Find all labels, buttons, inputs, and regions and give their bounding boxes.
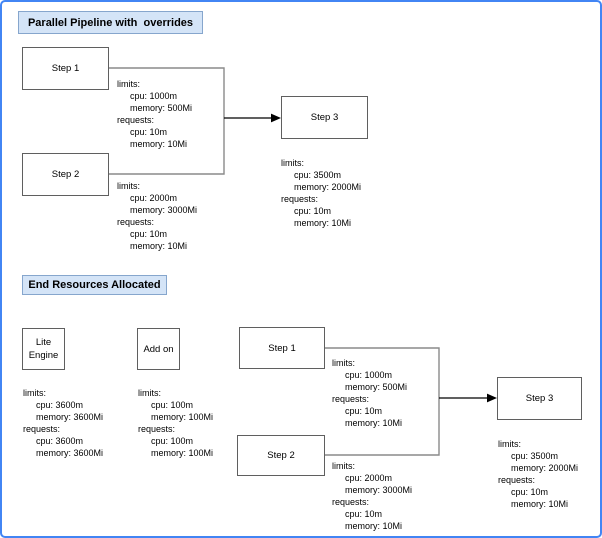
node-bottom-step2: Step 2 xyxy=(237,435,325,476)
node-add-on: Add on xyxy=(137,328,180,370)
requests-label: requests: xyxy=(281,194,319,204)
requests-memory: memory: 10Mi xyxy=(294,218,352,228)
node-label: Add on xyxy=(143,343,174,355)
limits-cpu: cpu: 2000m xyxy=(345,473,393,483)
requests-cpu: cpu: 10m xyxy=(345,509,383,519)
limits-memory: memory: 500Mi xyxy=(130,103,193,113)
node-bottom-step3: Step 3 xyxy=(497,377,582,420)
requests-cpu: cpu: 3600m xyxy=(36,436,84,446)
node-bottom-step1: Step 1 xyxy=(239,327,325,369)
requests-label: requests: xyxy=(117,115,155,125)
node-lite-engine: Lite Engine xyxy=(22,328,65,370)
node-label: Step 1 xyxy=(51,63,80,74)
requests-memory: memory: 10Mi xyxy=(345,521,403,531)
requests-label: requests: xyxy=(117,217,155,227)
requests-label: requests: xyxy=(23,424,61,434)
node-label: Step 3 xyxy=(525,393,554,404)
node-top-step2: Step 2 xyxy=(22,153,109,196)
node-label: Step 3 xyxy=(310,112,339,123)
limits-memory: memory: 2000Mi xyxy=(294,182,362,192)
limits-memory: memory: 3000Mi xyxy=(345,485,413,495)
limits-label: limits: xyxy=(117,79,140,89)
limits-memory: memory: 100Mi xyxy=(151,412,214,422)
limits-label: limits: xyxy=(138,388,161,398)
limits-cpu: cpu: 3600m xyxy=(36,400,84,410)
arrow-top-head-icon xyxy=(271,113,281,123)
limits-label: limits: xyxy=(498,439,521,449)
requests-cpu: cpu: 10m xyxy=(130,229,168,239)
limits-memory: memory: 2000Mi xyxy=(511,463,579,473)
requests-memory: memory: 3600Mi xyxy=(36,448,104,458)
resources-top-step1: limits: cpu: 1000m memory: 500Mi request… xyxy=(117,78,192,150)
limits-cpu: cpu: 1000m xyxy=(130,91,178,101)
limits-label: limits: xyxy=(332,461,355,471)
limits-cpu: cpu: 3500m xyxy=(511,451,559,461)
arrow-bottom-head-icon xyxy=(487,393,497,403)
requests-memory: memory: 100Mi xyxy=(151,448,214,458)
limits-label: limits: xyxy=(117,181,140,191)
requests-memory: memory: 10Mi xyxy=(345,418,403,428)
resources-add-on: limits: cpu: 100m memory: 100Mi requests… xyxy=(138,387,213,459)
node-label: Step 1 xyxy=(268,342,296,354)
requests-cpu: cpu: 10m xyxy=(511,487,549,497)
limits-cpu: cpu: 100m xyxy=(151,400,194,410)
node-label: Step 2 xyxy=(51,169,80,180)
requests-cpu: cpu: 100m xyxy=(151,436,194,446)
node-label-line2: Engine xyxy=(28,350,59,361)
limits-cpu: cpu: 2000m xyxy=(130,193,178,203)
requests-cpu: cpu: 10m xyxy=(345,406,383,416)
resources-bottom-step2: limits: cpu: 2000m memory: 3000Mi reques… xyxy=(332,460,412,532)
limits-label: limits: xyxy=(332,358,355,368)
node-top-step1: Step 1 xyxy=(22,47,109,90)
requests-cpu: cpu: 10m xyxy=(130,127,168,137)
requests-label: requests: xyxy=(332,394,370,404)
requests-memory: memory: 10Mi xyxy=(130,139,188,149)
resources-bottom-step1: limits: cpu: 1000m memory: 500Mi request… xyxy=(332,357,407,429)
limits-memory: memory: 3600Mi xyxy=(36,412,104,422)
node-top-step3: Step 3 xyxy=(281,96,368,139)
top-section-title: Parallel Pipeline with overrides xyxy=(18,11,203,34)
requests-memory: memory: 10Mi xyxy=(130,241,188,251)
requests-cpu: cpu: 10m xyxy=(294,206,332,216)
bottom-section-title: End Resources Allocated xyxy=(22,275,167,295)
requests-memory: memory: 10Mi xyxy=(511,499,569,509)
node-label: Step 2 xyxy=(267,450,295,461)
node-label-line1: Lite xyxy=(35,337,52,348)
resources-lite-engine: limits: cpu: 3600m memory: 3600Mi reques… xyxy=(23,387,103,459)
resources-top-step3: limits: cpu: 3500m memory: 2000Mi reques… xyxy=(281,157,361,229)
limits-label: limits: xyxy=(281,158,304,168)
resources-top-step2: limits: cpu: 2000m memory: 3000Mi reques… xyxy=(117,180,197,252)
requests-label: requests: xyxy=(332,497,370,507)
limits-cpu: cpu: 1000m xyxy=(345,370,393,380)
limits-label: limits: xyxy=(23,388,46,398)
limits-memory: memory: 500Mi xyxy=(345,382,408,392)
requests-label: requests: xyxy=(498,475,536,485)
limits-memory: memory: 3000Mi xyxy=(130,205,198,215)
limits-cpu: cpu: 3500m xyxy=(294,170,342,180)
requests-label: requests: xyxy=(138,424,176,434)
resources-bottom-step3: limits: cpu: 3500m memory: 2000Mi reques… xyxy=(498,438,578,510)
